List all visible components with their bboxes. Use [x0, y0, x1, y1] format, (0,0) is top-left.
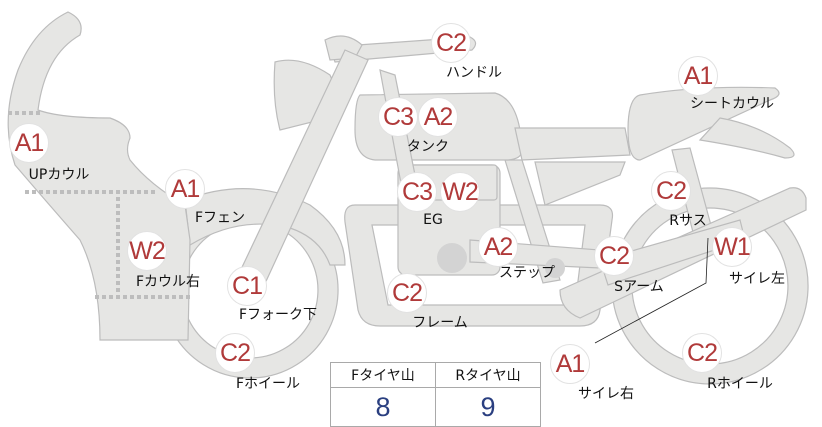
silencer-right-grade: A1 [550, 344, 590, 384]
step-grade: A2 [478, 227, 518, 267]
tank-label: タンク [407, 139, 449, 155]
rear-tire-value: 9 [435, 387, 541, 427]
engine-grade: C3 [397, 172, 437, 212]
seat-cowl-grade: A1 [678, 56, 718, 96]
front-fender [184, 188, 346, 266]
tank-grade: C3 [378, 97, 418, 137]
silencer-leader-line [594, 237, 709, 344]
engine-cover [437, 243, 467, 273]
handle-grade: C2 [431, 23, 471, 63]
front-cowl-right-label: Fカウル右 [135, 274, 201, 290]
seat-cowl-label: シートカウル [690, 96, 774, 112]
frame-label: フレーム [412, 315, 468, 331]
tank-grade-2: A2 [418, 97, 458, 137]
engine-label: EG [423, 212, 443, 228]
swingarm-label: Sアーム [614, 279, 664, 295]
handle-label: ハンドル [446, 65, 502, 81]
front-tire-header: Fタイヤ山 [330, 362, 436, 388]
up-cowl-grade: A1 [9, 123, 49, 163]
rear-suspension-label: Rサス [669, 213, 707, 229]
tire-tread-table: Fタイヤ山 Rタイヤ山 8 9 [330, 362, 541, 427]
front-wheel-label: Fホイール [235, 376, 301, 392]
side-panel [534, 161, 626, 206]
silencer-left-grade: W1 [712, 227, 752, 267]
frame-grade: C2 [387, 273, 427, 313]
up-cowl-label: UPカウル [28, 167, 90, 183]
step-peg [545, 258, 565, 278]
seat [514, 127, 631, 161]
front-fork-lower-grade: C1 [227, 266, 267, 306]
silencer-right-label: サイレ右 [578, 386, 634, 402]
front-cowl-right-grade: W2 [127, 231, 167, 271]
rear-suspension-grade: C2 [651, 171, 691, 211]
rear-tire-header: Rタイヤ山 [435, 362, 541, 388]
front-fork-lower-label: Fフォーク下 [238, 307, 318, 323]
rear-wheel-grade: C2 [682, 333, 722, 373]
front-tire-value: 8 [330, 387, 436, 427]
front-fender-grade: A1 [165, 169, 205, 209]
front-fender-label: Fフェン [194, 210, 246, 226]
engine-grade-2: W2 [440, 172, 480, 212]
step-label: ステップ [499, 265, 555, 281]
seat-cowl-tail [698, 117, 795, 159]
swingarm-grade: C2 [594, 236, 634, 276]
rear-wheel-label: Rホイール [707, 376, 773, 392]
silencer-left-label: サイレ左 [729, 271, 785, 287]
front-wheel-grade: C2 [215, 333, 255, 373]
